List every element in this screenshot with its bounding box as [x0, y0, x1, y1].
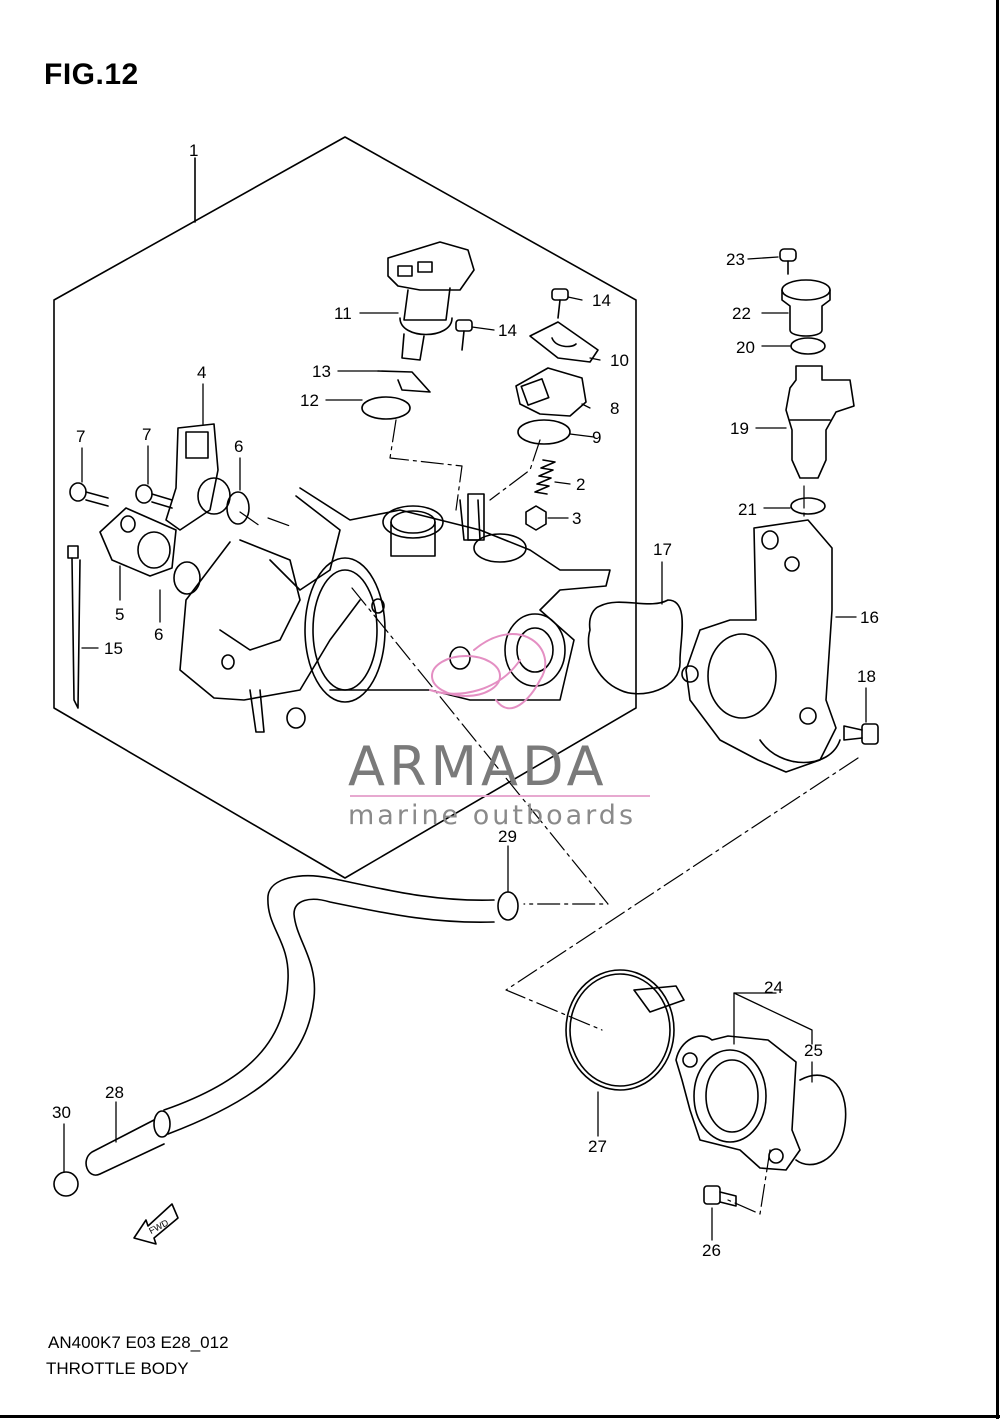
part-30-clamp: [53, 1171, 79, 1197]
callout-2: 2: [576, 475, 585, 494]
leader-lines: [63, 256, 867, 1241]
callout-19: 19: [730, 419, 749, 438]
part-6-oring-a: [226, 491, 250, 525]
callout-24: 24: [764, 978, 783, 997]
footer-model-code: AN400K7 E03 E28_012: [48, 1333, 229, 1352]
page-border-right: [996, 0, 999, 1419]
assembly-frame: [53, 136, 637, 879]
callout-6a: 6: [234, 437, 243, 456]
watermark-divider: [350, 795, 650, 797]
callout-15: 15: [104, 639, 123, 658]
part-9-oring: [517, 419, 571, 445]
alignment-lines: [239, 419, 859, 1215]
callout-12: 12: [300, 391, 319, 410]
callout-18: 18: [857, 667, 876, 686]
callout-8: 8: [610, 399, 619, 418]
callout-1: 1: [189, 141, 198, 160]
footer-title: THROTTLE BODY: [46, 1359, 189, 1378]
part-18-bolt: [843, 723, 879, 745]
part-3-nut: [525, 505, 547, 531]
callout-7a: 7: [76, 427, 85, 446]
page-border-bottom: [0, 1415, 1000, 1418]
part-25-gasket: [795, 1074, 847, 1166]
part-7-screw-b: [135, 484, 173, 509]
part-17-gasket: [587, 599, 684, 695]
watermark-tagline: marine outboards: [348, 800, 637, 831]
part-23-screw: [779, 248, 797, 275]
part-21-oring: [790, 497, 826, 515]
callout-21: 21: [738, 500, 757, 519]
callout-14b: 14: [498, 321, 517, 340]
part-16-manifold: [681, 519, 841, 773]
callout-23: 23: [726, 250, 745, 269]
callout-20: 20: [736, 338, 755, 357]
callout-17: 17: [653, 540, 672, 559]
part-4-sensor: [165, 423, 231, 531]
part-6-oring-b: [173, 561, 201, 595]
callout-5: 5: [115, 605, 124, 624]
callout-9: 9: [592, 428, 601, 447]
part-7-screw-a: [69, 482, 109, 507]
part-12-oring: [361, 396, 411, 420]
callout-10: 10: [610, 351, 629, 370]
part-20-oring: [790, 337, 826, 355]
part-28-hose: [85, 874, 495, 1176]
part-19-injector: [785, 365, 855, 479]
watermark-logo-icon: [429, 633, 547, 710]
watermark-name: ARMADA: [348, 735, 608, 798]
part-13-clip: [377, 370, 431, 393]
part-24-flange: [675, 1035, 801, 1171]
callout-14a: 14: [592, 291, 611, 310]
part-11-sensor: [387, 241, 475, 361]
callout-27: 27: [588, 1137, 607, 1156]
throttle-body-main: [179, 487, 611, 733]
callout-11: 11: [334, 304, 352, 323]
callout-28: 28: [105, 1083, 124, 1102]
part-26-bolt: [703, 1185, 737, 1207]
callout-13: 13: [312, 362, 331, 381]
callout-22: 22: [732, 304, 751, 323]
part-27-clamp: [565, 969, 685, 1091]
part-15-tie: [67, 545, 81, 709]
callout-labels: 1 2 3 4 5 6 6 7 7 8 9 10 11 12 13 14 14 …: [52, 141, 879, 1260]
fwd-arrow-icon: [133, 1203, 179, 1245]
callout-3: 3: [572, 509, 581, 528]
part-22-cap: [781, 279, 831, 337]
part-2-spring: [534, 459, 556, 495]
part-10-bracket: [529, 321, 599, 363]
part-29-clip: [497, 891, 519, 921]
callout-4: 4: [197, 363, 206, 382]
callout-29: 29: [498, 827, 517, 846]
callout-26: 26: [702, 1241, 721, 1260]
part-14-screw-b: [455, 319, 473, 351]
callout-25: 25: [804, 1041, 823, 1060]
part-5-adapter: [99, 507, 177, 577]
callout-6b: 6: [154, 625, 163, 644]
callout-7b: 7: [142, 425, 151, 444]
part-14-screw-a: [551, 288, 569, 319]
callout-30: 30: [52, 1103, 71, 1122]
callout-16: 16: [860, 608, 879, 627]
figure-title: FIG.12: [44, 58, 139, 91]
part-8-sensor: [515, 367, 587, 417]
